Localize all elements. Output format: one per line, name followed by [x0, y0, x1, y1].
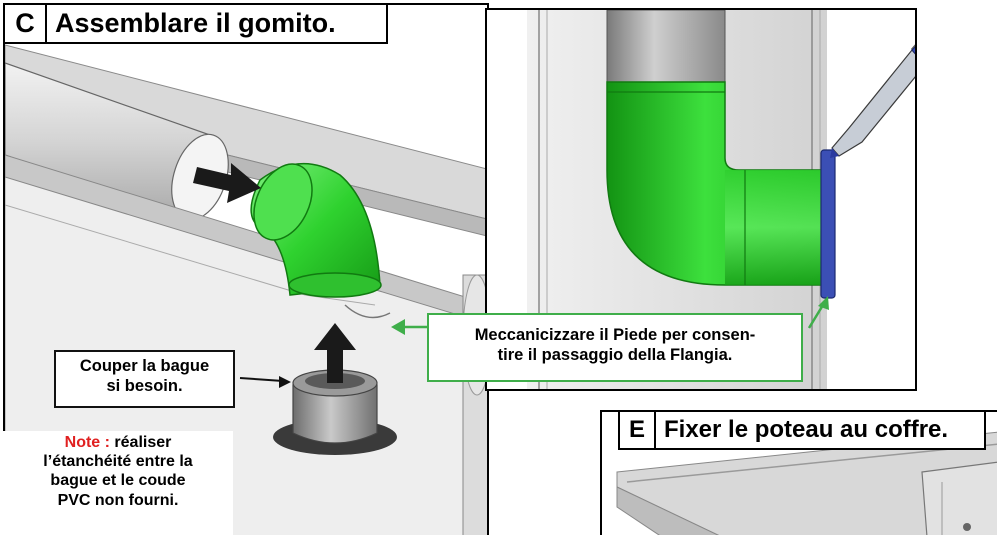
machining-line-2: tire il passaggio della Flangia.	[497, 345, 733, 364]
step-c-header: C Assemblare il gomito.	[3, 3, 388, 44]
upper-rail	[5, 44, 487, 220]
cut-ring-line-1: Couper la bague	[79, 357, 210, 375]
note-label: Note :	[64, 434, 110, 451]
step-e-title: Fixer le poteau au coffre.	[664, 416, 949, 443]
post-top	[921, 461, 997, 535]
note-line-3: bague et le coude	[50, 472, 186, 490]
step-e-header: E Fixer le poteau au coffre.	[618, 410, 986, 450]
cut-ring-callout: Couper la bague si besoin.	[54, 350, 235, 408]
cut-ring-line-2: si besoin.	[106, 376, 183, 395]
note-line-4: PVC non fourni.	[57, 491, 179, 509]
insert-arrow	[193, 163, 261, 203]
step-c-letter: C	[5, 5, 47, 42]
note-line-2: l’étanchéité entre la	[43, 453, 193, 471]
note-line-1: réaliser	[114, 434, 172, 451]
up-arrow	[314, 323, 356, 383]
note-callout: Note : réaliser l’étanchéité entre la ba…	[3, 431, 233, 535]
step-e-letter: E	[620, 412, 656, 448]
machining-callout: Meccanicizzare il Piede per consen- tire…	[427, 313, 803, 382]
green-elbow	[250, 163, 382, 298]
machining-line-1: Meccanicizzare il Piede per consen-	[474, 326, 756, 344]
flange	[820, 149, 836, 299]
step-c-title: Assemblare il gomito.	[55, 8, 336, 38]
caulk-gun-icon	[830, 44, 915, 158]
green-elbow-side	[606, 81, 826, 286]
foot-notch	[344, 304, 391, 319]
vertical-pipe	[606, 10, 726, 83]
